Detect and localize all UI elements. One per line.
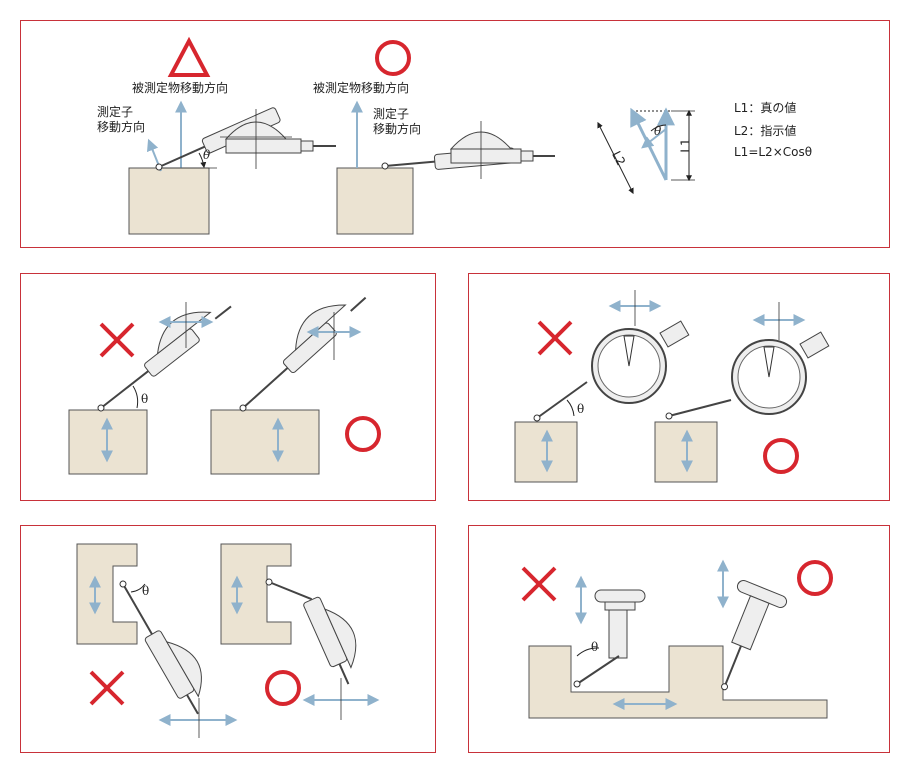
panel-mid-left-lever-tilt: θ bbox=[20, 273, 436, 501]
workpiece-block bbox=[210, 409, 320, 475]
equation-cosine: L1=L2×Cosθ bbox=[734, 145, 813, 159]
circle-symbol bbox=[345, 416, 381, 452]
lever-indicator bbox=[721, 580, 788, 691]
cross-symbol bbox=[537, 320, 573, 356]
panel-mid-right-dial-indicator: θ bbox=[468, 273, 890, 501]
lever-indicator bbox=[119, 580, 202, 715]
groove-workpiece bbox=[220, 543, 292, 645]
workpiece-block bbox=[336, 167, 414, 235]
l1-label: L1 bbox=[678, 138, 693, 153]
lever-indicator bbox=[573, 589, 646, 688]
cosine-triangle bbox=[597, 107, 695, 195]
object-direction-label: 被測定物移動方向 bbox=[132, 81, 229, 95]
lever-indicator bbox=[239, 296, 367, 412]
step-workpiece bbox=[528, 645, 828, 719]
panel-bottom-right-drawing bbox=[521, 559, 833, 719]
cross-symbol bbox=[521, 566, 557, 602]
circle-symbol bbox=[375, 40, 411, 76]
workpiece-block bbox=[128, 167, 210, 235]
triangle-symbol bbox=[167, 36, 211, 77]
theta-label: θ bbox=[591, 640, 599, 654]
circle-symbol bbox=[797, 560, 833, 596]
panel-mid-left-drawing bbox=[68, 296, 381, 475]
cross-symbol bbox=[99, 322, 135, 358]
circle-symbol bbox=[265, 670, 301, 706]
lever-indicator bbox=[265, 578, 313, 601]
panel-bottom-left-groove: θ bbox=[20, 525, 436, 753]
groove-workpiece bbox=[76, 543, 138, 645]
theta-label: θ bbox=[203, 148, 211, 162]
panel-top-lever-angle: 被測定物移動方向 測定子 移動方向 θ 被測定物移動方向 測定子 移動方向 θ … bbox=[20, 20, 890, 248]
lever-indicator bbox=[303, 596, 357, 685]
theta-label: θ bbox=[654, 124, 662, 138]
probe-direction-label: 測定子 移動方向 bbox=[97, 105, 146, 134]
equation-indicated-value: L2：指示値 bbox=[734, 124, 797, 138]
theta-label: θ bbox=[141, 392, 149, 406]
cross-symbol bbox=[89, 670, 125, 706]
panel-mid-right-drawing bbox=[514, 290, 830, 483]
probe-direction-label: 測定子 移動方向 bbox=[373, 107, 422, 136]
panel-top-drawing bbox=[128, 36, 695, 235]
panel-bottom-left-drawing bbox=[76, 543, 380, 738]
dial-head bbox=[220, 109, 336, 169]
equation-true-value: L1：真の値 bbox=[734, 101, 797, 115]
object-direction-label: 被測定物移動方向 bbox=[313, 81, 410, 95]
dial-head bbox=[449, 121, 555, 179]
theta-label: θ bbox=[142, 584, 150, 598]
theta-label: θ bbox=[577, 402, 585, 416]
circle-symbol bbox=[763, 438, 799, 474]
panel-bottom-right-step: θ bbox=[468, 525, 890, 753]
